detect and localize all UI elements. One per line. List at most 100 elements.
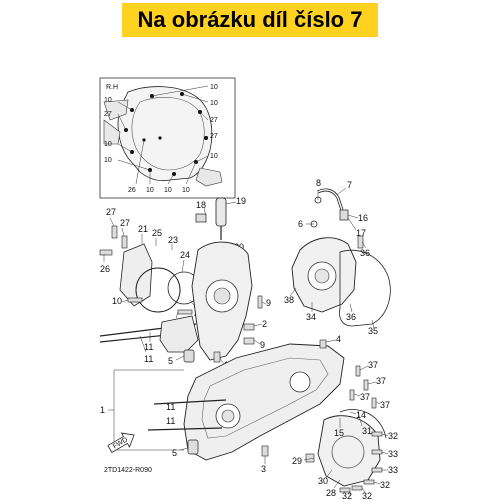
fwd-arrow-icon: FWD [107,432,135,454]
callout-26: 26 [100,264,110,274]
callout-8: 8 [316,178,321,188]
stud-leaders [139,332,151,353]
svg-text:27: 27 [104,111,112,118]
callout-1: 1 [100,405,105,415]
part-30-cover-ring [331,435,365,469]
part-16-plug [339,209,349,221]
part-25-cover [119,243,153,307]
part-7-hose-inner [317,189,343,211]
callout-15: 15 [334,428,344,438]
svg-text:10: 10 [210,84,218,91]
callout-4: 4 [336,334,341,344]
leader-5a [175,355,185,361]
svg-text:10: 10 [104,97,112,104]
callout-11b: 11 [144,354,153,364]
callout-25: 25 [152,228,162,238]
callout-30: 30 [318,476,328,486]
callout-14: 14 [356,410,366,420]
part-1-leaders [108,369,184,451]
callout-37b: 37 [376,376,386,386]
part-1-crankcase-rib [201,357,329,439]
svg-text:27: 27 [210,117,218,124]
callout-28: 28 [326,488,336,498]
callout-31: 31 [362,426,372,436]
part-3-dowel [261,445,269,457]
svg-text:10: 10 [164,187,172,194]
svg-text:10: 10 [104,141,112,148]
callout-23: 23 [168,235,178,245]
callout-24: 24 [180,250,190,260]
callout-32d: 32 [342,491,352,500]
callout-32a: 32 [388,431,398,441]
part-18-cap [195,213,207,223]
callout-17: 17 [356,228,366,238]
callout-29: 29 [292,456,302,466]
callout-11a: 11 [144,342,153,352]
part-31-gasket [339,409,387,439]
callout-27a: 27 [106,207,116,217]
part-1-bore-inner [221,409,235,423]
part-37-bolts [349,365,377,409]
part-32-33-bolts [339,431,383,493]
callout-5a: 5 [168,356,173,366]
callout-9b: 9 [260,340,265,350]
part-35-gasket-right [339,249,391,327]
diagram-code: 2TD1422-R090 [104,467,152,474]
bolt-leaders [121,299,267,319]
svg-text:10: 10 [210,100,218,107]
callout-11d: 11 [166,416,175,426]
callout-35: 35 [368,326,378,336]
svg-text:26: 26 [128,187,136,194]
banner-title: Na obrázku díl číslo 7 [121,3,379,37]
fwd-label: FWD [112,436,129,450]
crankcase-left-bore-inner [213,287,231,305]
inset-cover-tab [195,167,223,187]
inset-rh-label: R.H [106,84,118,91]
inset-cover-rib [131,97,205,171]
part-23-gasket [135,267,181,313]
left-bracket [159,315,199,353]
callout-19: 19 [236,196,246,206]
part-11-studs-lower [147,399,227,431]
part-34-bore-inner [314,268,330,284]
inset-leaders [117,85,209,185]
callout-21: 21 [138,224,148,234]
part-1-bore-2 [289,371,311,393]
part-4-dowel [319,339,327,349]
callout-37a: 37 [368,360,378,370]
svg-text:10: 10 [210,153,218,160]
callout-10a: 10 [112,296,122,306]
callout-34: 34 [306,312,316,322]
part-27-bolts [99,225,128,256]
svg-text:27: 27 [210,133,218,140]
callout-37d: 37 [380,400,390,410]
part-36-bolt-top [357,235,364,249]
callout-37c: 37 [360,392,370,402]
lower-right-leaders [303,365,389,496]
part-5-bushing-lower [187,439,199,455]
leader-4 [325,339,337,343]
callout-6: 6 [298,219,303,229]
callout-36b: 36 [346,312,356,322]
part-5-bushing-upper [183,349,195,363]
right-half-leaders [289,287,375,329]
callout-16: 16 [358,213,368,223]
svg-text:10: 10 [104,157,112,164]
banner: Na obrázku díl číslo 7 [0,0,500,40]
callout-18: 18 [196,200,206,210]
leader-5b [179,447,189,451]
part-30-cover [317,415,381,487]
exploded-parts-diagram: R.H 10 10 27 27 10 10 27 10 10 [99,77,398,500]
callout-11c: 11 [166,402,175,412]
callout-32c: 32 [362,491,372,500]
callout-33b: 33 [388,465,398,475]
callout-2: 2 [262,319,267,329]
callout-32b: 32 [380,480,390,490]
callout-38: 38 [284,295,294,305]
callout-9a: 9 [266,298,271,308]
callout-3: 3 [261,464,266,474]
callout-7: 7 [347,180,352,190]
svg-text:10: 10 [146,187,154,194]
callout-33a: 33 [388,449,398,459]
part-19-strainer [215,197,227,227]
